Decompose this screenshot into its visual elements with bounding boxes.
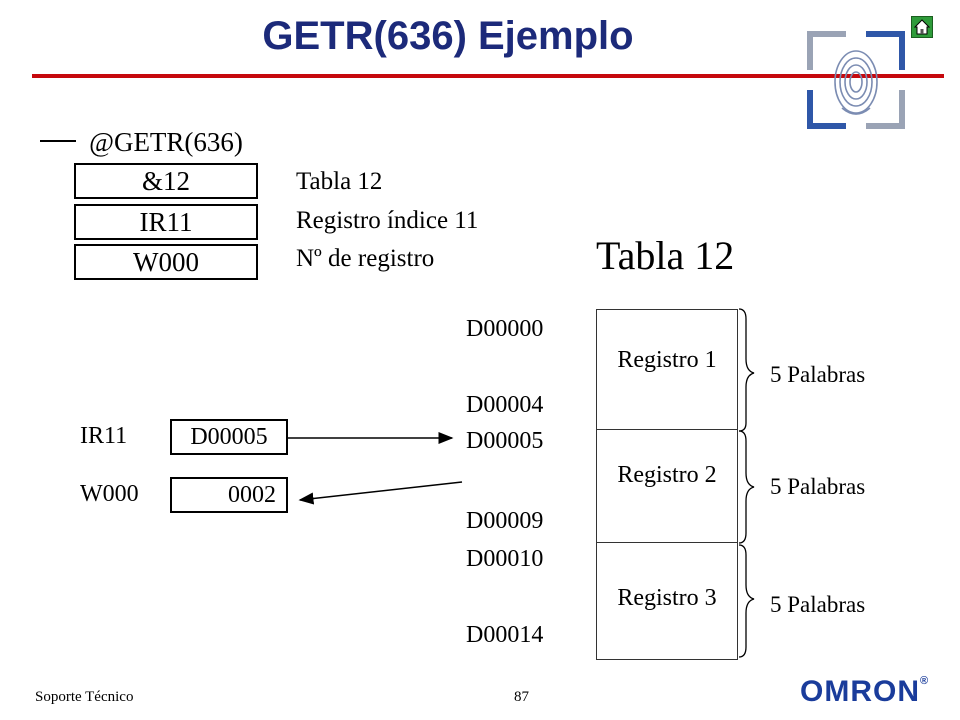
record-word-count: 5 Palabras <box>770 474 866 499</box>
page-number: 87 <box>514 689 529 705</box>
table-title: Tabla 12 <box>596 233 735 278</box>
index-register-name: IR11 <box>80 423 128 449</box>
operand-index-register-box: IR11 <box>74 204 258 240</box>
registered-mark: ® <box>920 675 930 687</box>
record-label: Registro 1 <box>617 347 717 373</box>
record-label: Registro 3 <box>617 585 717 611</box>
operand-table-box: &12 <box>74 163 258 199</box>
work-register-value: 0002 <box>170 477 288 513</box>
record-box <box>596 309 738 430</box>
page-title: GETR(636) Ejemplo <box>262 14 634 58</box>
work-register-name: W000 <box>80 481 139 507</box>
instruction-name: @GETR(636) <box>89 127 243 157</box>
address-label: D00010 <box>466 546 544 572</box>
title-divider <box>32 74 944 78</box>
footer-label: Soporte Técnico <box>35 689 134 705</box>
record-word-count: 5 Palabras <box>770 362 866 387</box>
address-label: D00014 <box>466 622 544 648</box>
pointer-arrows <box>288 432 463 505</box>
home-icon <box>913 19 931 35</box>
ladder-rung <box>40 140 76 142</box>
record-box <box>596 542 738 660</box>
address-label: D00000 <box>466 316 544 342</box>
address-label: D00009 <box>466 508 544 534</box>
record-word-count: 5 Palabras <box>770 592 866 617</box>
operand-desc-record: Nº de registro <box>296 245 435 272</box>
home-button[interactable] <box>911 16 933 38</box>
fingerprint-logo-icon <box>807 31 905 129</box>
index-register-value: D00005 <box>170 419 288 455</box>
address-label: D00004 <box>466 392 544 418</box>
logo-text: OMRON <box>800 675 920 708</box>
operand-desc-table: Tabla 12 <box>296 168 383 195</box>
operand-desc-index: Registro índice 11 <box>296 207 479 234</box>
operand-record-number-box: W000 <box>74 244 258 280</box>
record-braces <box>738 308 755 658</box>
omron-logo: OMRON® <box>800 675 929 709</box>
address-label: D00005 <box>466 428 544 454</box>
record-label: Registro 2 <box>617 462 717 488</box>
